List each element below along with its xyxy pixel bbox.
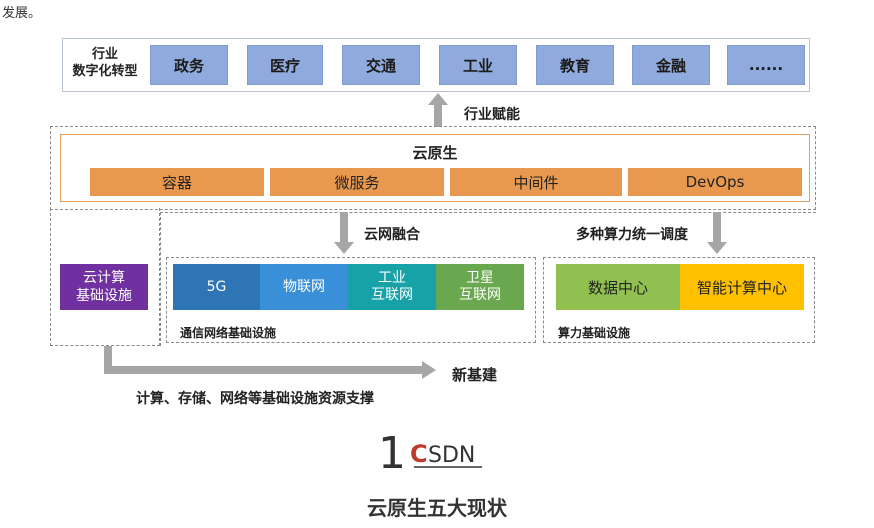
cloud-computing-line1: 云计算 — [83, 270, 125, 286]
industry-label: 行业 数字化转型 — [66, 46, 144, 80]
cloud-outer-dashed-frame — [50, 126, 816, 210]
resource-support-label: 计算、存储、网络等基础设施资源支撑 — [136, 391, 374, 407]
comm-infra-dashed-frame — [166, 257, 536, 343]
empower-label: 行业赋能 — [464, 107, 520, 123]
industry-item-industry: 工业 — [439, 45, 517, 85]
industry-item-finance: 金融 — [632, 45, 710, 85]
cloud-network-fusion-label: 云网融合 — [364, 227, 420, 243]
cloud-native-item-container: 容器 — [90, 168, 264, 196]
comm-item-5g: 5G — [173, 264, 260, 310]
svg-text:C: C — [410, 440, 428, 468]
comm-item-industrial-internet: 工业 互联网 — [348, 264, 436, 310]
cloud-native-item-middleware: 中间件 — [450, 168, 622, 196]
cloud-native-item-microservice: 微服务 — [270, 168, 444, 196]
comm-item-satellite-line2: 互联网 — [459, 287, 501, 303]
cloud-computing-line2: 基础设施 — [76, 288, 132, 304]
industry-item-transport: 交通 — [342, 45, 420, 85]
compute-item-ai-center: 智能计算中心 — [680, 264, 804, 310]
new-infrastructure-label: 新基建 — [452, 366, 498, 384]
cloud-computing-infra-box: 云计算 基础设施 — [60, 264, 148, 310]
compute-infra-dashed-frame — [543, 257, 815, 343]
right-elbow-arrow-icon — [104, 346, 436, 379]
infra-left-dashed-line — [160, 212, 162, 346]
cloud-native-item-devops: DevOps — [628, 168, 802, 196]
csdn-logo-icon: C SDN — [410, 440, 482, 468]
comm-infra-label: 通信网络基础设施 — [180, 326, 277, 340]
comm-item-industrial-line2: 互联网 — [371, 287, 413, 303]
industry-label-line1: 行业 — [91, 47, 118, 62]
comm-item-5g-label: 5G — [206, 278, 227, 295]
cloud-left-dashed-frame — [50, 208, 160, 346]
comm-item-industrial-line1: 工业 — [378, 270, 406, 286]
compute-item-data-center: 数据中心 — [556, 264, 680, 310]
down-arrow-icon-network — [334, 212, 354, 254]
compute-schedule-label: 多种算力统一调度 — [576, 227, 688, 243]
industry-label-line2: 数字化转型 — [72, 64, 138, 79]
comm-item-iot-label: 物联网 — [283, 278, 325, 295]
watermark-number: 1 — [378, 428, 406, 479]
down-arrow-icon-compute — [707, 212, 727, 254]
comm-item-satellite-line1: 卫星 — [466, 270, 494, 286]
up-arrow-icon — [428, 93, 448, 127]
industry-item-more: ...... — [727, 45, 805, 85]
top-text-fragment: 发展。 — [2, 6, 42, 21]
infra-top-dashed-line — [160, 212, 816, 214]
comm-item-iot: 物联网 — [260, 264, 348, 310]
figure-caption: 云原生五大现状 — [367, 496, 507, 520]
compute-infra-label: 算力基础设施 — [558, 326, 631, 340]
industry-item-government: 政务 — [150, 45, 228, 85]
industry-item-education: 教育 — [536, 45, 614, 85]
svg-text:SDN: SDN — [428, 443, 475, 468]
cloud-native-frame — [60, 134, 810, 202]
industry-item-medical: 医疗 — [247, 45, 323, 85]
comm-item-satellite-internet: 卫星 互联网 — [436, 264, 524, 310]
cloud-native-title: 云原生 — [412, 144, 458, 162]
